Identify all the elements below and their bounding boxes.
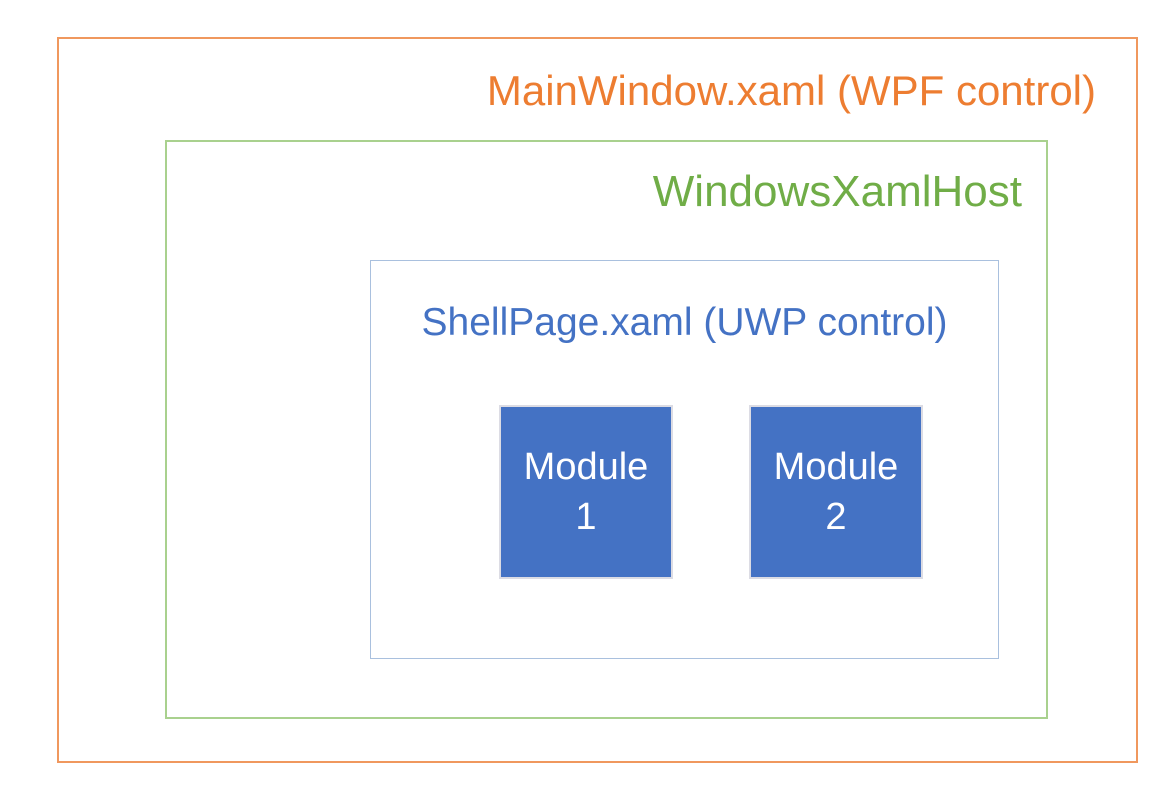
modules-row: Module 1 Module 2 xyxy=(371,405,998,579)
windowsxamlhost-box: WindowsXamlHost ShellPage.xaml (UWP cont… xyxy=(165,140,1048,719)
module-2-box: Module 2 xyxy=(749,405,923,579)
shellpage-uwp-box: ShellPage.xaml (UWP control) Module 1 Mo… xyxy=(370,260,999,659)
mainwindow-wpf-box: MainWindow.xaml (WPF control) WindowsXam… xyxy=(57,37,1138,763)
module-1-name: Module xyxy=(523,446,649,488)
mainwindow-wpf-label: MainWindow.xaml (WPF control) xyxy=(486,67,1096,114)
windowsxamlhost-label: WindowsXamlHost xyxy=(652,167,1022,216)
shellpage-uwp-label: ShellPage.xaml (UWP control) xyxy=(421,301,948,344)
module-1-number: 1 xyxy=(575,496,597,538)
module-2-number: 2 xyxy=(825,496,847,538)
module-1-box: Module 1 xyxy=(499,405,673,579)
module-2-name: Module xyxy=(773,446,899,488)
